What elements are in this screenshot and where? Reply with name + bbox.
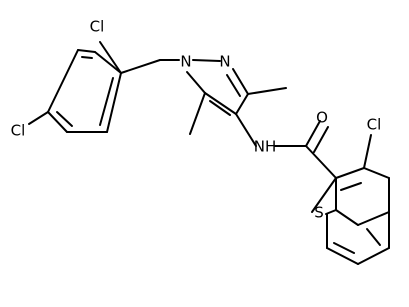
bond-methyl (247, 87, 287, 95)
bond-inner (56, 111, 73, 127)
bond-layer (28, 41, 390, 265)
bond (305, 145, 337, 179)
bond-chloro-ring (99, 41, 122, 74)
atom-o: O (316, 109, 328, 127)
bond-inner (333, 242, 355, 254)
atom-cl-benzothiophene: Cl (367, 116, 382, 134)
atom-n2: N (219, 53, 230, 71)
bond (363, 167, 390, 179)
bond (335, 209, 359, 226)
bond-inner (99, 77, 114, 126)
bond (335, 167, 365, 179)
bond (232, 68, 249, 95)
bond-c-nh (235, 113, 257, 147)
bond-ch2 (120, 59, 161, 74)
atom-n1: N (180, 53, 191, 71)
bond (357, 247, 390, 265)
atom-nh: NH (254, 138, 277, 156)
bond-inner (340, 182, 362, 191)
bond-inner (81, 56, 93, 59)
atom-s: S (314, 204, 324, 222)
atom-cl-left: Cl (11, 122, 26, 140)
bond-inner (209, 100, 231, 116)
bond (311, 177, 337, 213)
bond (94, 51, 122, 74)
bond (47, 111, 68, 133)
bond (106, 72, 122, 133)
bond (186, 71, 206, 94)
bond-inner (366, 228, 381, 246)
bond-n1-n2 (192, 59, 221, 62)
bond-inner (226, 74, 241, 97)
bond (357, 211, 390, 226)
bond-methyl (189, 92, 206, 135)
bond-cl-left (28, 111, 49, 125)
bond-carbonyl (305, 120, 321, 147)
bond-cl-bt (363, 134, 372, 169)
bond (326, 247, 359, 265)
bond (235, 93, 249, 115)
atom-cl-top: Cl (90, 18, 105, 36)
bond-carbonyl-double (313, 126, 329, 153)
bond (77, 49, 96, 53)
bond (204, 92, 237, 115)
bond (47, 49, 79, 113)
atom-labels: Cl Cl N N O NH Cl S (11, 18, 382, 222)
